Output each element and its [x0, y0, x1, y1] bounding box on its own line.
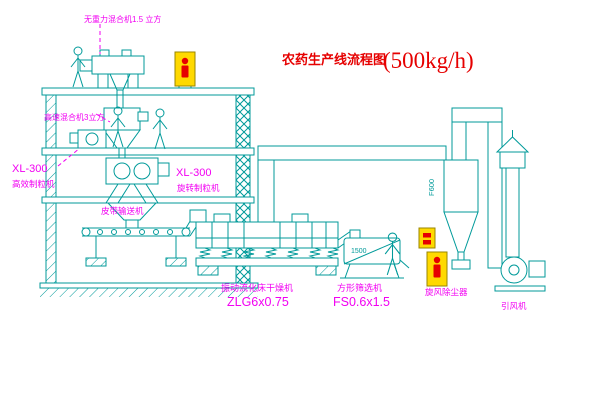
- induced-draft-fan: [494, 130, 546, 292]
- fan-label: 引风机: [501, 301, 527, 311]
- leader-line: [57, 147, 81, 167]
- exhaust-stack: [505, 167, 520, 258]
- high-speed-mixer-label: 高速混合机3立方: [44, 112, 104, 122]
- control-cabinet-top: [174, 51, 196, 88]
- granulator-left-model: XL-300: [12, 163, 47, 175]
- granulator-left: [69, 129, 107, 149]
- sieve-label: 方形筛选机: [337, 282, 382, 293]
- gravity-mixer: [79, 49, 145, 108]
- lower-floor-slab: [41, 196, 255, 204]
- diagram-title: 农药生产线流程图: [281, 52, 386, 67]
- exhaust-duct-riser: [257, 159, 275, 223]
- vent-cap-roof: [495, 136, 530, 153]
- worker-figure: [152, 108, 168, 150]
- belt-conveyor: [81, 227, 191, 267]
- fan-motor: [528, 260, 546, 278]
- vent-cap-body: [499, 151, 526, 169]
- dryer-label: 振动流化床干燥机: [221, 282, 293, 293]
- control-box-small: [418, 227, 436, 249]
- gravity-mixer-label: 无重力混合机1.5 立方: [84, 14, 161, 24]
- diagram-capacity: (500kg/h): [383, 48, 474, 73]
- cyclone-cone: [443, 211, 479, 253]
- fan-volute: [500, 256, 528, 284]
- square-sieve: [340, 229, 410, 279]
- cyclone-outlet-elbow: [451, 107, 503, 123]
- fan-base: [494, 285, 546, 292]
- cyclone-dimension: F600: [427, 179, 436, 196]
- top-floor-slab: [41, 87, 255, 96]
- control-cabinet-cyclone: [426, 251, 448, 287]
- left-column: [45, 94, 57, 284]
- ground-hatch: [40, 288, 258, 297]
- spring-mount: [198, 247, 212, 259]
- sieve-model: FS0.6x1.5: [333, 295, 390, 309]
- granulator-right-label: 旋转制粒机: [177, 183, 220, 193]
- cyclone-body: [443, 159, 479, 213]
- rotary-valve: [451, 259, 471, 270]
- dryer-model: ZLG6x0.75: [227, 295, 289, 309]
- sieve-dimension: 1500: [351, 248, 367, 255]
- cyclone-label: 旋风除尘器: [425, 287, 468, 297]
- exhaust-duct-horizontal: [257, 145, 447, 161]
- granulator-right-model: XL-300: [176, 167, 211, 179]
- belt-conveyor-label: 皮带输送机: [101, 206, 144, 216]
- leader-line: [95, 113, 111, 123]
- mid-floor-slab: [41, 147, 255, 156]
- vortex-finder: [451, 121, 467, 161]
- cyclone-separator: [443, 107, 503, 270]
- fan-suction-pipe: [487, 121, 503, 269]
- fluid-bed-dryer: [185, 145, 447, 276]
- granulator-left-label: 高效制粒机: [12, 179, 55, 189]
- rotary-granulator: [105, 157, 170, 228]
